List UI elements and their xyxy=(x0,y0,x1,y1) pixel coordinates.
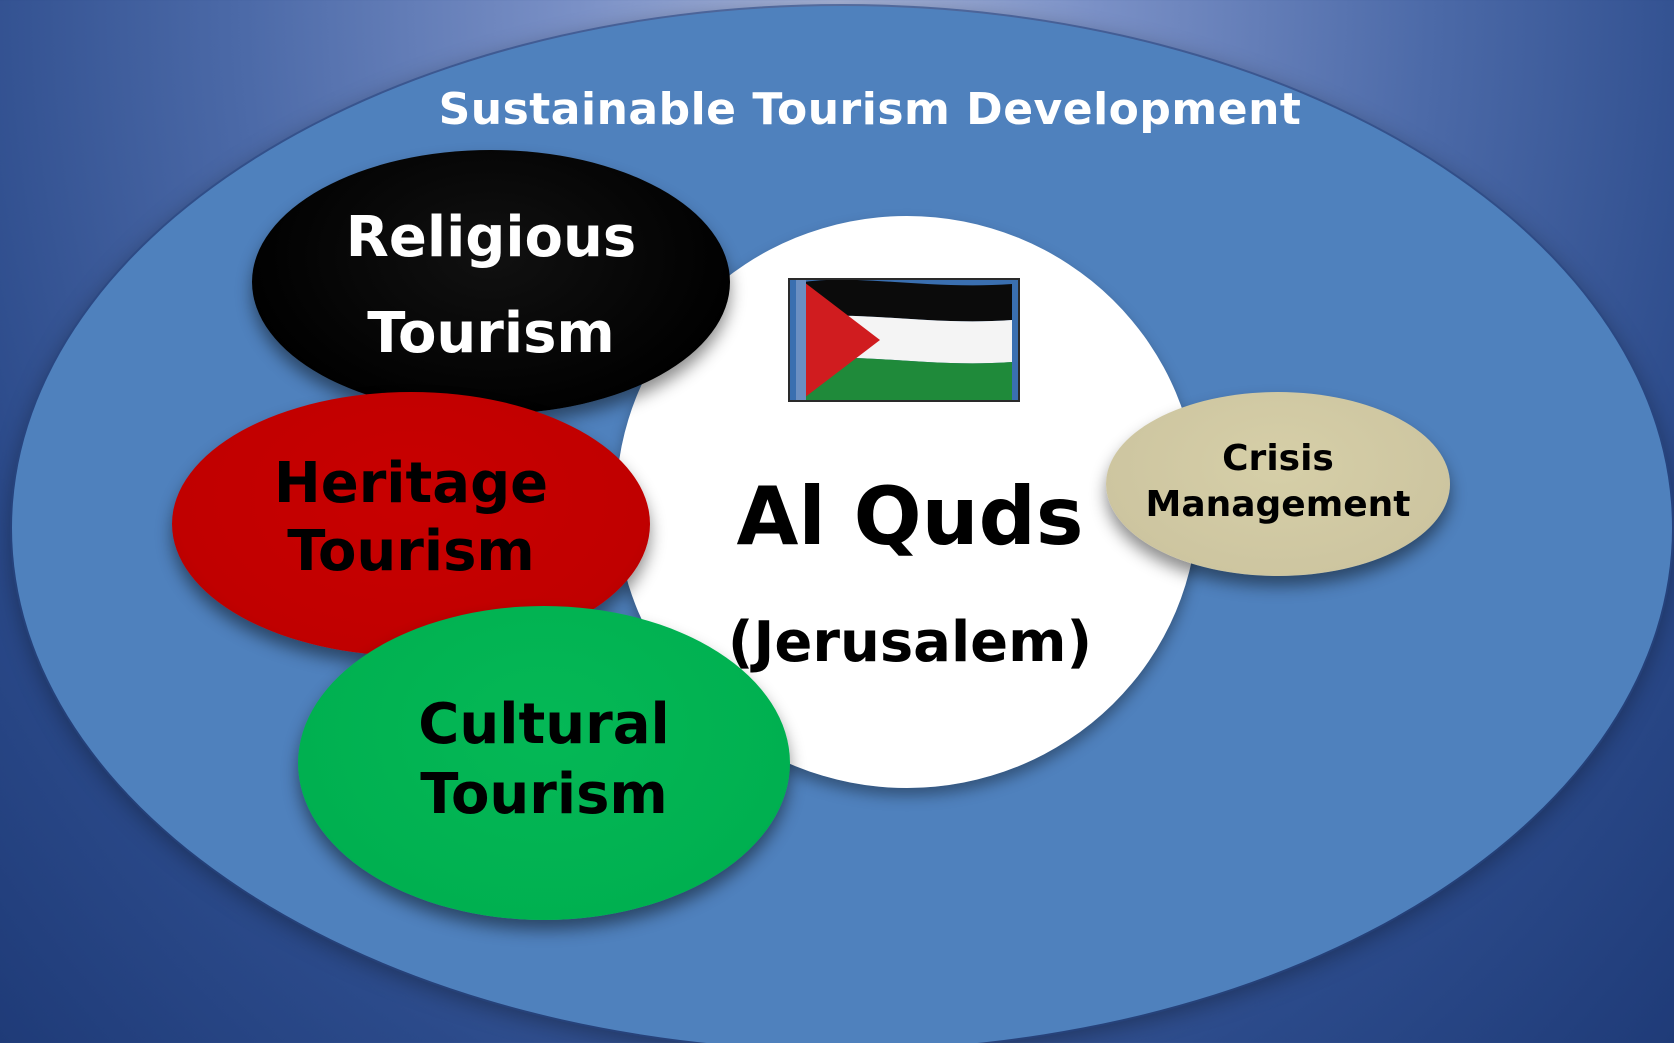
node-label-line2: Tourism xyxy=(420,762,668,827)
religious-tourism-node: Religious Tourism xyxy=(252,150,730,414)
crisis-management-node: Crisis Management xyxy=(1106,392,1450,576)
node-label-line2: Management xyxy=(1145,484,1411,525)
flag-graphic xyxy=(790,280,1018,400)
node-label-line1: Religious xyxy=(345,205,637,270)
node-label-line2: Tourism xyxy=(367,301,615,366)
palestine-flag-icon xyxy=(788,278,1020,402)
node-label-line1: Cultural xyxy=(418,692,670,757)
cultural-tourism-node: Cultural Tourism xyxy=(298,606,790,920)
center-subtitle: (Jerusalem) xyxy=(727,610,1093,675)
node-label-line1: Crisis xyxy=(1222,438,1334,479)
node-label-line2: Tourism xyxy=(287,519,535,584)
center-title: Al Quds xyxy=(736,470,1084,563)
node-label-line1: Heritage xyxy=(273,451,549,516)
diagram-title: Sustainable Tourism Development xyxy=(438,84,1302,135)
